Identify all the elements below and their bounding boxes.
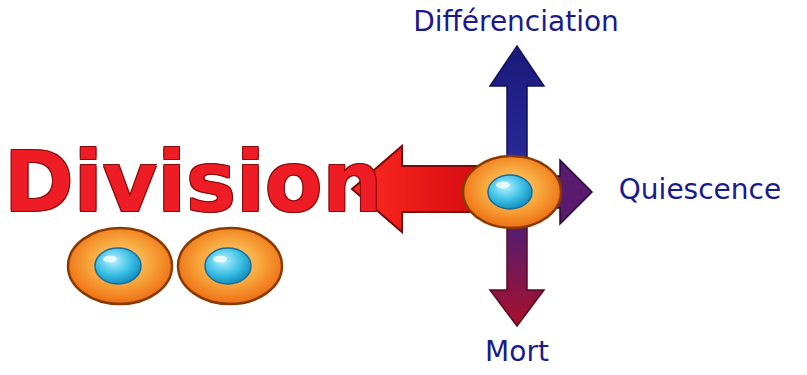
cell-membrane	[463, 156, 561, 228]
cell-nucleus	[488, 175, 532, 209]
division-label: Division	[4, 136, 382, 228]
cell-membrane	[68, 228, 172, 304]
death-label: Mort	[485, 337, 549, 368]
daughter-cell	[68, 228, 172, 304]
nucleus-highlight	[496, 182, 510, 189]
nucleus-highlight	[213, 256, 227, 263]
quiescence-label: Quiescence	[619, 175, 781, 206]
down-arrow	[490, 215, 544, 326]
nucleus-highlight	[103, 256, 117, 263]
daughter-cell	[178, 228, 282, 304]
cell-nucleus	[205, 248, 251, 284]
up-arrow	[490, 46, 544, 170]
differentiation-label: Différenciation	[413, 7, 619, 38]
cell-membrane	[178, 228, 282, 304]
central-cell	[463, 156, 561, 228]
cell-nucleus	[95, 248, 141, 284]
